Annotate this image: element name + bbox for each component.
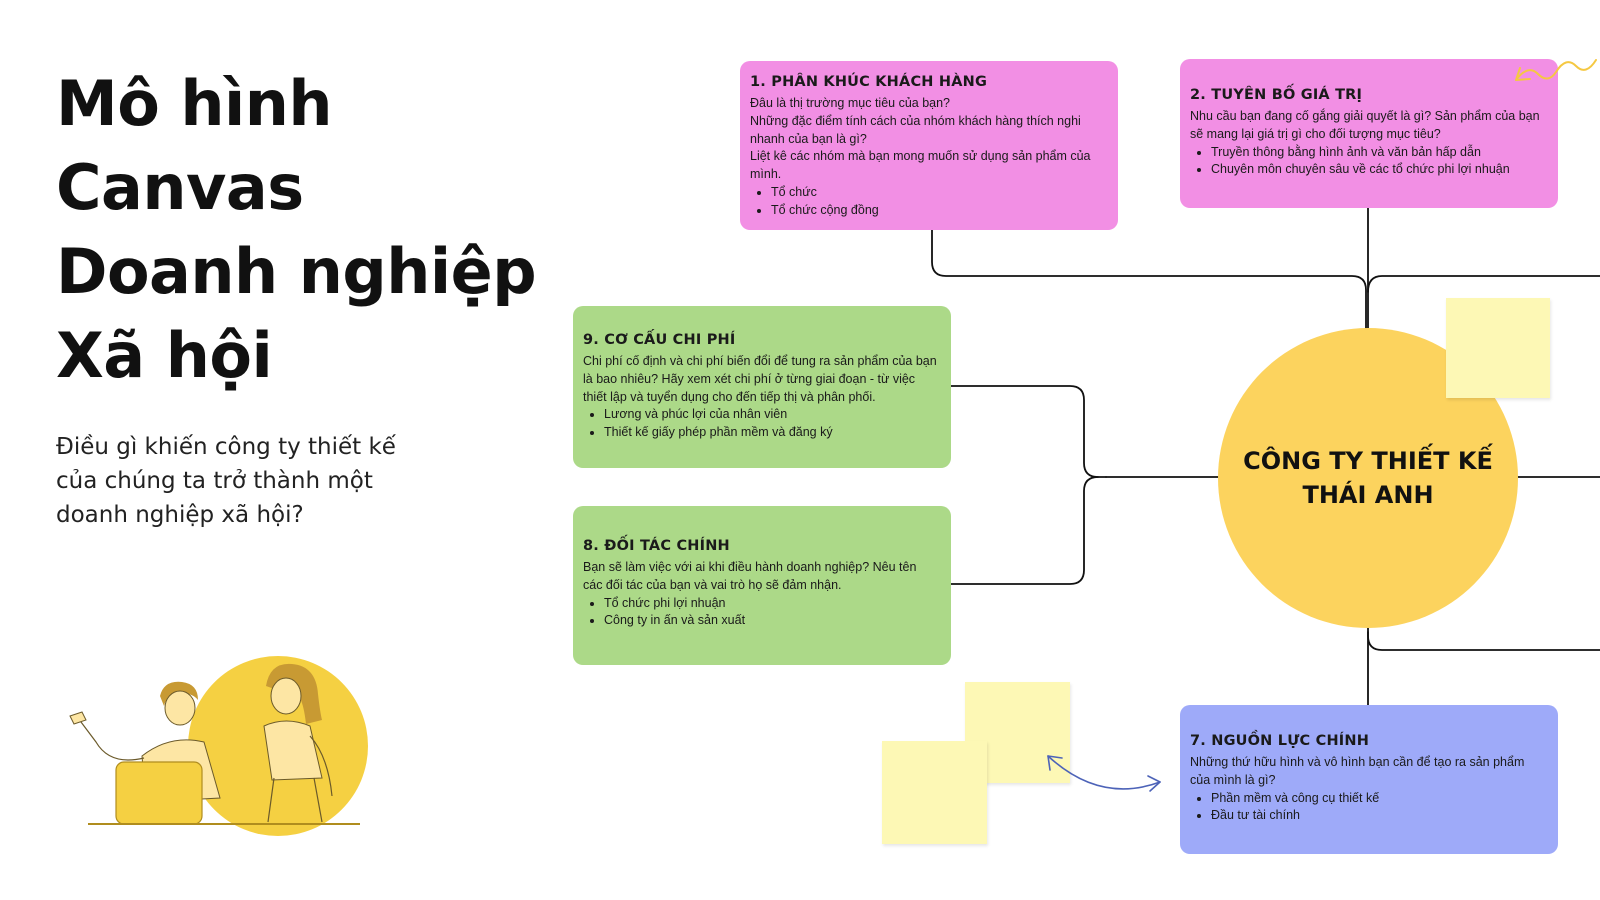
key-partners-bullets: Tổ chức phi lợi nhuận Công ty in ấn và s… xyxy=(583,595,937,631)
list-item: Tổ chức phi lợi nhuận xyxy=(604,595,937,613)
customer-segments-bullets: Tổ chức Tổ chức cộng đồng xyxy=(750,184,1104,220)
value-proposition-card: 2. TUYÊN BỐ GIÁ TRỊ Nhu cầu bạn đang cố … xyxy=(1180,59,1558,208)
connector-segments xyxy=(931,229,1367,329)
customer-segments-card: 1. PHÂN KHÚC KHÁCH HÀNG Đâu là thị trườn… xyxy=(740,61,1118,230)
list-item: Truyền thông bằng hình ảnh và văn bản hấ… xyxy=(1211,144,1544,162)
cost-structure-bullets: Lương và phúc lợi của nhân viên Thiết kế… xyxy=(583,406,937,442)
key-resources-line-1: Những thứ hữu hình và vô hình bạn cần để… xyxy=(1190,755,1525,787)
key-partners-card: 8. ĐỐI TÁC CHÍNH Bạn sẽ làm việc với ai … xyxy=(573,506,951,665)
connector-costs xyxy=(950,385,1107,478)
title-line-4: Xã hội xyxy=(56,319,273,392)
value-proposition-line-1: Nhu cầu bạn đang cố gắng giải quyết là g… xyxy=(1190,109,1540,141)
connector-right-upper xyxy=(1367,275,1600,293)
list-item: Lương và phúc lợi của nhân viên xyxy=(604,406,937,424)
list-item: Công ty in ấn và sản xuất xyxy=(604,612,937,630)
customer-segments-line-1: Đâu là thị trường mục tiêu của bạn? xyxy=(750,96,951,110)
key-partners-line-1: Bạn sẽ làm việc với ai khi điều hành doa… xyxy=(583,560,917,592)
value-proposition-bullets: Truyền thông bằng hình ảnh và văn bản hấ… xyxy=(1190,144,1544,180)
key-resources-card: 7. NGUỒN LỰC CHÍNH Những thứ hữu hình và… xyxy=(1180,705,1558,854)
title-line-2: Canvas xyxy=(56,151,304,224)
list-item: Phần mềm và công cụ thiết kế xyxy=(1211,790,1544,808)
key-partners-title: 8. ĐỐI TÁC CHÍNH xyxy=(583,538,730,554)
list-item: Đầu tư tài chính xyxy=(1211,807,1544,825)
sticky-note[interactable] xyxy=(1446,298,1550,398)
cost-structure-title: 9. CƠ CẤU CHI PHÍ xyxy=(583,332,736,348)
title-line-1: Mô hình xyxy=(56,67,333,140)
cost-structure-line-1: Chi phí cố định và chi phí biến đổi để t… xyxy=(583,354,937,404)
value-proposition-title: 2. TUYÊN BỐ GIÁ TRỊ xyxy=(1190,87,1363,103)
page-subtitle: Điều gì khiến công ty thiết kế của chúng… xyxy=(56,434,396,528)
list-item: Chuyên môn chuyên sâu về các tổ chức phi… xyxy=(1211,161,1544,179)
customer-segments-line-3: Liệt kê các nhóm mà bạn mong muốn sử dụn… xyxy=(750,149,1091,182)
key-resources-bullets: Phần mềm và công cụ thiết kế Đầu tư tài … xyxy=(1190,790,1544,826)
customer-segments-line-2: Những đặc điểm tính cách của nhóm khách … xyxy=(750,113,1081,146)
connector-partners xyxy=(950,476,1099,585)
key-resources-title: 7. NGUỒN LỰC CHÍNH xyxy=(1190,733,1370,749)
connector-right-lower xyxy=(1367,631,1600,651)
sticky-note[interactable] xyxy=(882,741,987,844)
title-line-3: Doanh nghiệp xyxy=(56,235,537,308)
list-item: Tổ chức cộng đồng xyxy=(771,202,1104,220)
list-item: Tổ chức xyxy=(771,184,1104,202)
page-title: Mô hình Canvas Doanh nghiệp Xã hội xyxy=(56,62,537,398)
cost-structure-card: 9. CƠ CẤU CHI PHÍ Chi phí cố định và chi… xyxy=(573,306,951,468)
two-people-laptop-illustration xyxy=(69,656,368,836)
center-company-label: CÔNG TY THIẾT KẾ THÁI ANH xyxy=(1243,447,1493,509)
customer-segments-title: 1. PHÂN KHÚC KHÁCH HÀNG xyxy=(750,74,988,90)
list-item: Thiết kế giấy phép phần mềm và đăng ký xyxy=(604,424,937,442)
